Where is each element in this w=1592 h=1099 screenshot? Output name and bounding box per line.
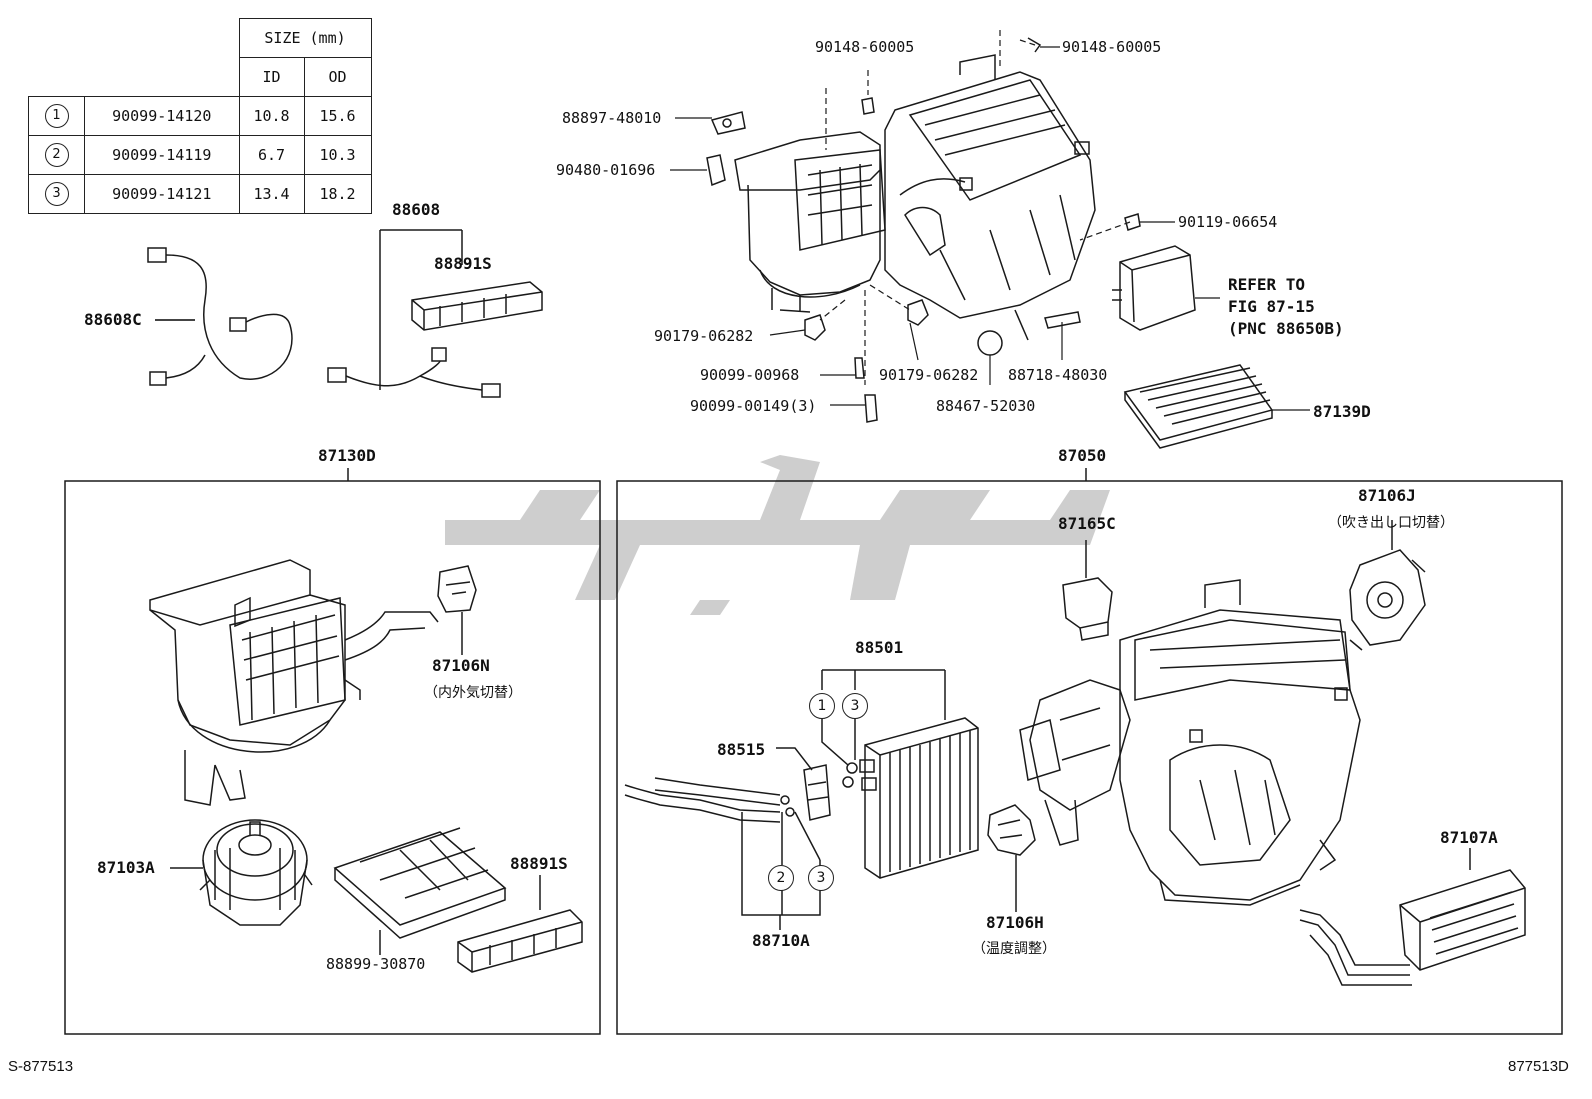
callout-circle-2: 2 [768,865,794,891]
od-value: 10.3 [303,135,372,175]
filter-88891s-bottom [457,875,583,973]
label-90099-00968[interactable]: 90099-00968 [700,366,800,384]
label-88515[interactable]: 88515 [717,740,766,759]
label-87107a[interactable]: 87107A [1440,828,1498,847]
hvac-unit-top [734,54,1096,341]
size-header: SIZE (mm) [238,18,372,58]
heater-core-87107a [1299,848,1526,986]
callout-circle-3: 3 [808,865,834,891]
size-table: SIZE (mm) ID OD 1 90099-14120 10.8 15.6 … [28,18,372,214]
callout-circle-3: 3 [842,693,868,719]
group-box-87050 [616,480,1563,1035]
id-value: 13.4 [238,174,305,214]
callout-circle-1: 1 [809,693,835,719]
blower-case-87130d [149,559,439,806]
pipes-88710a [624,777,821,930]
label-87139d[interactable]: 87139D [1313,402,1371,421]
label-87050[interactable]: 87050 [1058,446,1107,465]
expansion-valve-88515 [776,747,831,821]
table-row: 2 90099-14119 6.7 10.3 [28,135,372,175]
small-parts-top [706,37,1141,423]
row-number-badge: 2 [44,143,69,167]
label-refer-fig[interactable]: FIG 87-15 [1228,297,1315,316]
cabin-filter-87139d [1123,364,1274,449]
od-value: 15.6 [303,96,372,136]
label-88467[interactable]: 88467-52030 [936,397,1036,415]
label-refer-pnc: (PNC 88650B) [1228,319,1344,338]
row-number-badge: 3 [44,182,69,206]
label-88608c[interactable]: 88608C [84,310,142,329]
part-number: 90099-14120 [84,96,240,136]
figure-id-right: 877513D [1508,1058,1569,1075]
filter-88899-30870 [333,827,507,955]
blower-motor-87103a [170,819,313,926]
label-88710a[interactable]: 88710A [752,931,810,950]
id-value: 10.8 [238,96,305,136]
assembly-guides-top [819,30,1131,385]
part-number: 90099-14119 [84,135,240,175]
label-88899[interactable]: 88899-30870 [326,955,426,973]
ecu-reference [1112,245,1196,331]
wire-harness-88608 [327,347,501,398]
servo-87106j [1349,520,1426,651]
label-90099-00149[interactable]: 90099-00149(3) [690,397,817,415]
label-87106j-jp: （吹き出し口切替） [1328,515,1454,531]
col-od-header: OD [303,57,372,97]
table-row: 3 90099-14121 13.4 18.2 [28,174,372,214]
servo-87106h [987,804,1036,912]
label-90148-b[interactable]: 90148-60005 [1062,38,1162,56]
label-87106h[interactable]: 87106H [986,913,1044,932]
label-87165c[interactable]: 87165C [1058,514,1116,533]
id-value: 6.7 [238,135,305,175]
leader-lines [155,46,1310,411]
label-88891s-top[interactable]: 88891S [434,254,492,273]
label-87106h-jp: （温度調整） [972,941,1056,957]
label-90179-a[interactable]: 90179-06282 [654,327,754,345]
group-box-87130d [64,480,601,1035]
table-row: 1 90099-14120 10.8 15.6 [28,96,372,136]
label-87130d[interactable]: 87130D [318,446,376,465]
od-value: 18.2 [303,174,372,214]
label-87106n[interactable]: 87106N [432,656,490,675]
filter-88891s-top [411,281,543,331]
figure-id-left: S-877513 [8,1058,74,1075]
label-87106j[interactable]: 87106J [1358,486,1416,505]
label-refer-to: REFER TO [1228,275,1306,294]
col-id-header: ID [238,57,305,97]
label-88718[interactable]: 88718-48030 [1008,366,1108,384]
label-90119[interactable]: 90119-06654 [1178,213,1278,231]
resistor-87165c [1062,540,1113,641]
watermark-logo [445,455,1110,615]
evaporator-88501 [821,669,979,879]
row-number-badge: 1 [44,104,69,128]
label-87106n-jp: （内外気切替） [424,685,522,701]
hvac-unit-main-87050 [1019,579,1361,906]
label-88891s-bottom[interactable]: 88891S [510,854,568,873]
label-88501[interactable]: 88501 [855,638,904,657]
label-90480[interactable]: 90480-01696 [556,161,656,179]
label-87103a[interactable]: 87103A [97,858,155,877]
label-88608[interactable]: 88608 [392,200,441,219]
part-number: 90099-14121 [84,174,240,214]
label-90148-a[interactable]: 90148-60005 [815,38,915,56]
label-90179-b[interactable]: 90179-06282 [879,366,979,384]
wire-harness-88608c [147,247,293,386]
servo-87106n [437,565,477,655]
label-88897[interactable]: 88897-48010 [562,109,662,127]
